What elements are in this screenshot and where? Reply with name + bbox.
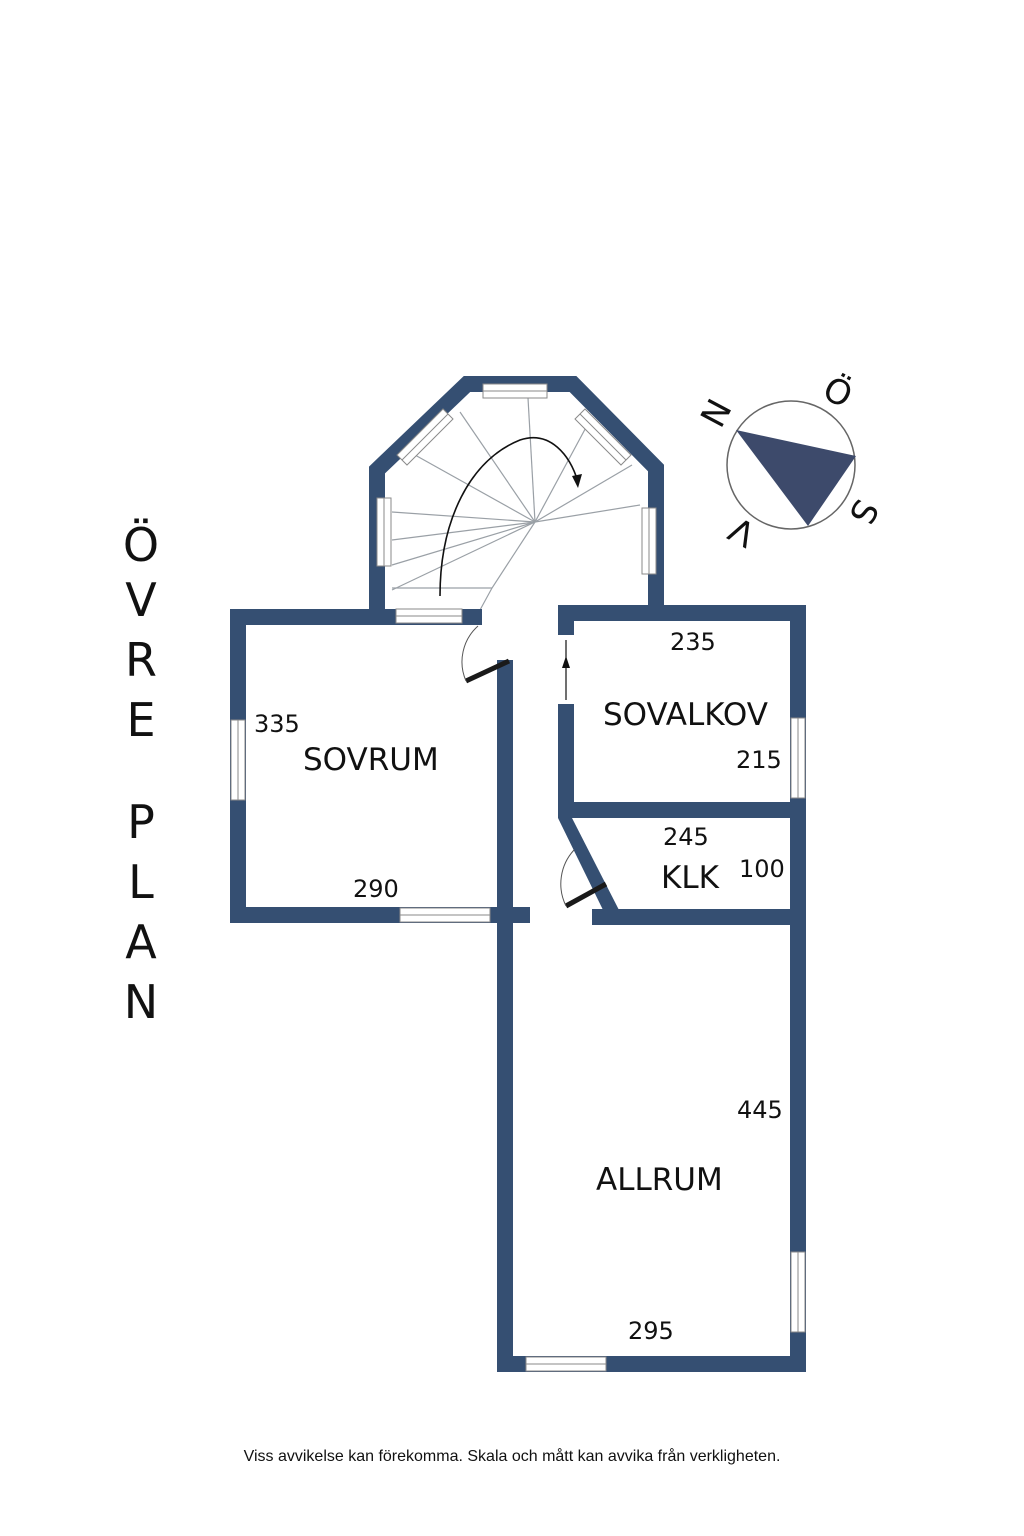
dimension-label: 245	[663, 823, 709, 851]
dimension-label: 290	[353, 875, 399, 903]
dimension-label: 235	[670, 628, 716, 656]
compass-needle-icon	[736, 430, 856, 526]
room-name-sovrum: SOVRUM	[303, 742, 439, 778]
dimension-label: 215	[736, 746, 782, 774]
title-letter: R	[125, 633, 157, 687]
vertical-title: Ö V R E P L A N	[123, 518, 159, 1029]
room-labels: SOVRUM 335 290 SOVALKOV 235 215 KLK 245 …	[254, 628, 785, 1345]
dimension-label: 100	[739, 855, 785, 883]
compass-rose: N Ö S V	[693, 368, 886, 554]
compass-south: S	[840, 493, 885, 531]
dimension-label: 335	[254, 710, 300, 738]
title-letter: E	[126, 693, 155, 747]
title-letter: A	[125, 915, 157, 969]
doors	[461, 625, 608, 909]
compass-north: N	[693, 393, 740, 434]
windows	[230, 383, 806, 1372]
title-letter: P	[127, 795, 155, 849]
room-name-sovalkov: SOVALKOV	[603, 697, 768, 733]
title-letter: V	[125, 573, 157, 627]
dimension-label: 295	[628, 1317, 674, 1345]
dimension-label: 445	[737, 1096, 783, 1124]
title-letter: L	[128, 855, 154, 909]
disclaimer-text: Viss avvikelse kan förekomma. Skala och …	[243, 1448, 781, 1465]
room-name-klk: KLK	[661, 860, 720, 896]
title-letter: N	[124, 975, 158, 1029]
room-name-allrum: ALLRUM	[596, 1162, 723, 1198]
title-letter: Ö	[123, 518, 159, 572]
